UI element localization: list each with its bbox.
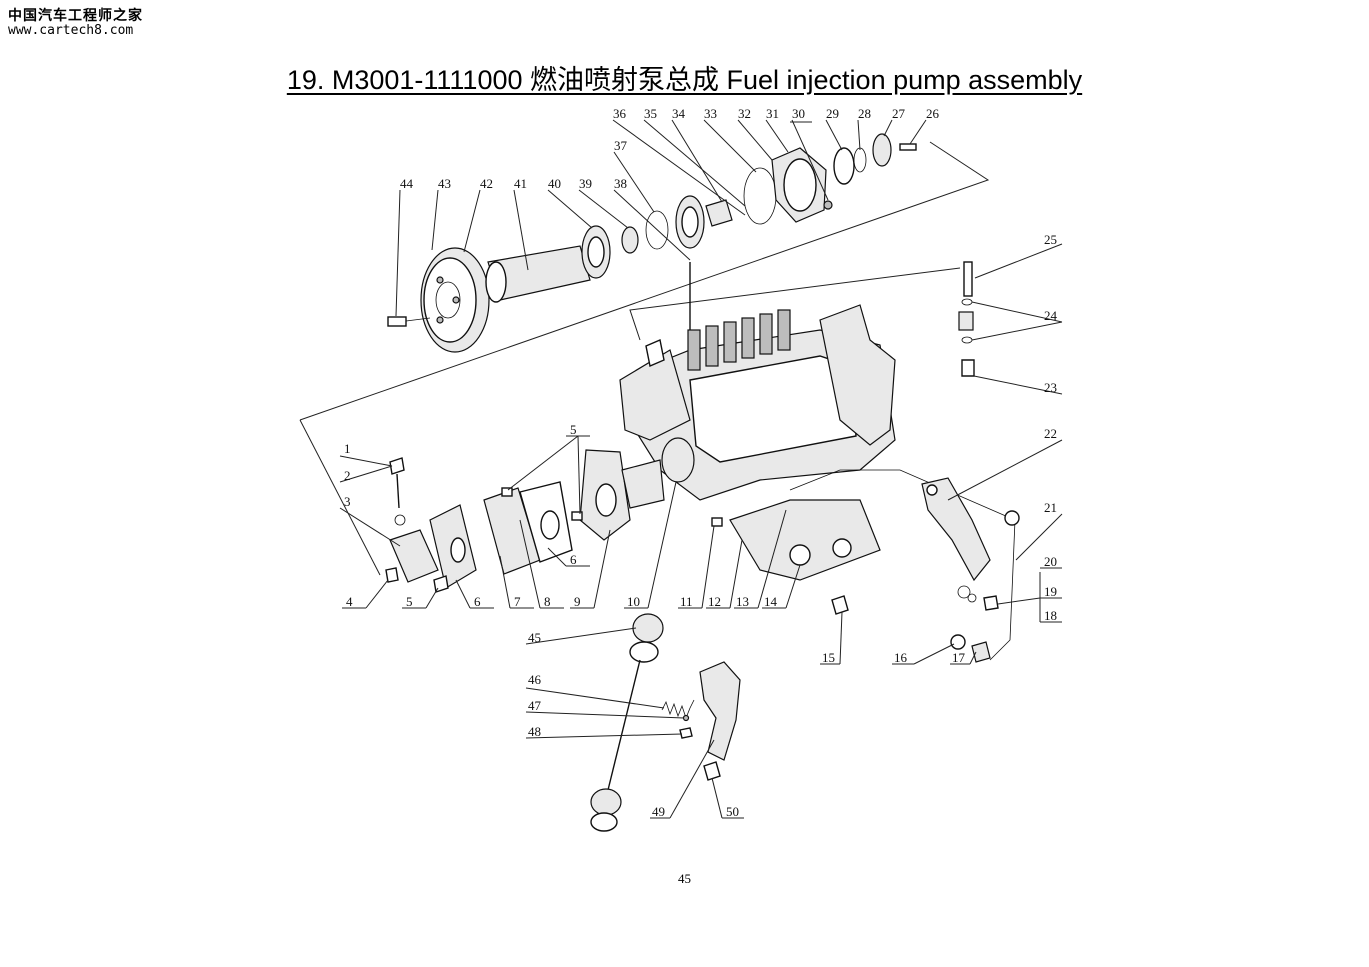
woodruff-key <box>899 143 917 151</box>
sleeve <box>705 199 733 227</box>
callout-9: 9 <box>574 594 581 609</box>
callout-5-upper: 5 <box>570 422 577 437</box>
control-lever <box>699 661 741 761</box>
callout-47: 47 <box>528 698 542 713</box>
callout-10: 10 <box>627 594 640 609</box>
callout-labels: 36 35 34 33 32 31 30 29 28 27 26 37 38 3… <box>339 106 1063 819</box>
rear-bracket <box>819 304 896 446</box>
watermark-url: www.cartech8.com <box>8 23 134 39</box>
callout-6-lower: 6 <box>474 594 481 609</box>
oil-seal <box>833 147 855 185</box>
control-rod-assembly <box>590 613 741 832</box>
callout-30: 30 <box>792 106 805 121</box>
sealing-washer <box>950 634 966 650</box>
rod-end-upper <box>632 613 664 643</box>
mounting-bolt <box>831 595 849 615</box>
callout-44: 44 <box>400 176 414 191</box>
callout-16: 16 <box>894 650 908 665</box>
callout-35: 35 <box>644 106 657 121</box>
callout-42: 42 <box>480 176 493 191</box>
callout-8: 8 <box>544 594 551 609</box>
callout-28: 28 <box>858 106 871 121</box>
callout-34: 34 <box>672 106 686 121</box>
callout-27: 27 <box>892 106 906 121</box>
callout-40: 40 <box>548 176 561 191</box>
pipe-bracket <box>921 477 991 582</box>
callout-17: 17 <box>952 650 966 665</box>
callout-49: 49 <box>652 804 665 819</box>
callout-37: 37 <box>614 138 628 153</box>
callout-3: 3 <box>344 494 351 509</box>
o-ring <box>743 167 777 225</box>
coupling <box>872 133 892 167</box>
delivery-valve-holder <box>687 329 701 371</box>
rod-end-lower <box>590 788 622 816</box>
callout-19: 19 <box>1044 584 1057 599</box>
callout-1: 1 <box>344 441 351 456</box>
callout-14: 14 <box>764 594 778 609</box>
gear-shaft-assembly <box>387 133 917 353</box>
callout-50: 50 <box>726 804 739 819</box>
callout-48: 48 <box>528 724 541 739</box>
callout-38: 38 <box>614 176 627 191</box>
injection-pump-body <box>619 304 1016 661</box>
flange-bolt <box>389 457 405 475</box>
watermark-site-name: 中国汽车工程师之家 <box>8 8 143 24</box>
callout-15: 15 <box>822 650 835 665</box>
callout-23: 23 <box>1044 380 1057 395</box>
page-title: 19. M3001-1111000 燃油喷射泵总成 Fuel injection… <box>286 65 1083 95</box>
clamp <box>703 761 721 781</box>
watermark: 中国汽车工程师之家 www.cartech8.com <box>8 8 143 39</box>
page-number: 45 <box>678 871 691 886</box>
callout-4: 4 <box>346 594 353 609</box>
callout-36: 36 <box>613 106 627 121</box>
pump-flange <box>661 437 695 483</box>
gear-hub <box>423 257 477 343</box>
callout-12: 12 <box>708 594 721 609</box>
callout-33: 33 <box>704 106 717 121</box>
pump-support-bracket <box>729 499 881 581</box>
pipe-nut <box>971 641 991 663</box>
callout-7: 7 <box>514 594 521 609</box>
callout-25: 25 <box>1044 232 1057 247</box>
return-spring <box>661 699 695 720</box>
callout-11: 11 <box>680 594 693 609</box>
callout-13: 13 <box>736 594 749 609</box>
callout-21: 21 <box>1044 500 1057 515</box>
callout-29: 29 <box>826 106 839 121</box>
callout-32: 32 <box>738 106 751 121</box>
callout-39: 39 <box>579 176 592 191</box>
snap-ring <box>645 210 669 250</box>
adapter-block <box>389 529 439 583</box>
callout-26: 26 <box>926 106 940 121</box>
gear-bolt <box>387 316 407 327</box>
callout-22: 22 <box>1044 426 1057 441</box>
callout-18: 18 <box>1044 608 1057 623</box>
callout-46: 46 <box>528 672 542 687</box>
callout-24: 24 <box>1044 308 1058 323</box>
banjo-bolt <box>963 261 973 297</box>
callout-5-lower: 5 <box>406 594 413 609</box>
callout-45: 45 <box>528 630 541 645</box>
callout-41: 41 <box>514 176 527 191</box>
spacer-ring <box>621 226 639 254</box>
callout-2: 2 <box>344 468 351 483</box>
front-flange-set <box>385 449 665 593</box>
spring-pin <box>682 714 690 722</box>
banjo-fitting <box>958 311 974 331</box>
control-rod <box>607 659 641 791</box>
callout-31: 31 <box>766 106 779 121</box>
callout-6-upper: 6 <box>570 552 577 567</box>
fuel-fittings <box>921 261 1020 663</box>
callout-20: 20 <box>1044 554 1057 569</box>
hollow-screw <box>961 359 975 377</box>
group-boundary-lines <box>299 141 990 576</box>
callout-43: 43 <box>438 176 451 191</box>
retaining-clip <box>679 727 693 739</box>
